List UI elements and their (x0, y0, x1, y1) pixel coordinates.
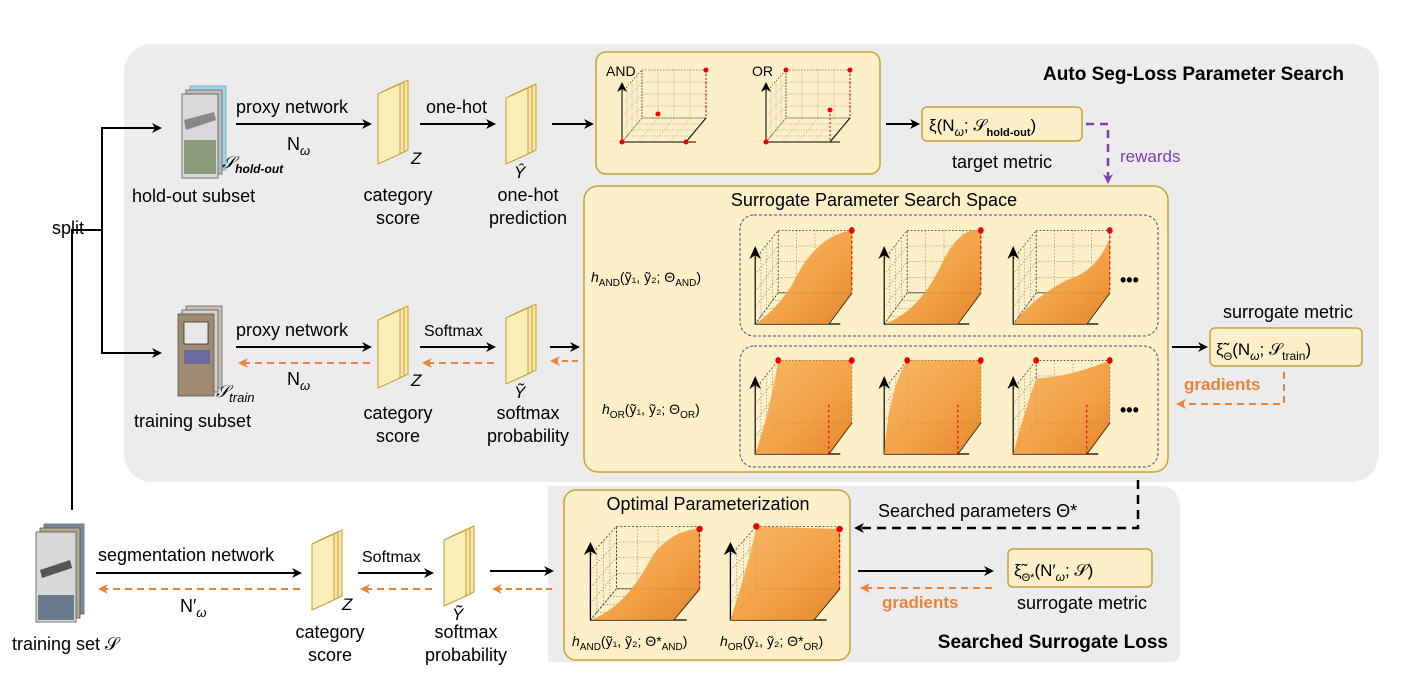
final-surrogate-box (1007, 548, 1153, 588)
final-prob-line2: probability (425, 645, 507, 665)
train-surrogate-caption: surrogate metric (1223, 302, 1353, 322)
target-metric-box (921, 106, 1083, 142)
opt-h-and-formula: hAND(ỹ₁, ỹ₂; Θ*AND) (572, 633, 687, 653)
final-ytilde-symbol: Ỹ (452, 604, 465, 624)
search-space-box (583, 185, 1169, 473)
opt-and-surface (590, 525, 703, 620)
or-surface-1 (755, 357, 855, 454)
searched-params-label: Searched parameters Θ* (878, 501, 1077, 521)
target-metric-caption: target metric (952, 152, 1052, 172)
final-score-stack (311, 529, 343, 611)
opt-h-or-formula: hOR(ỹ₁, ỹ₂; Θ*OR) (720, 633, 823, 653)
and-label: AND (606, 63, 636, 79)
final-gradients-label: gradients (882, 593, 959, 612)
h-and-formula: hAND(ỹ₁, ỹ₂; ΘAND) (591, 269, 701, 289)
train-surrogate-box (1209, 327, 1363, 367)
or-label: OR (752, 63, 773, 79)
final-set-label: training set 𝒮 (12, 634, 121, 654)
opt-title: Optimal Parameterization (606, 494, 809, 514)
final-score-line2: score (308, 645, 352, 665)
and-family-box (739, 214, 1159, 337)
holdout-images (181, 85, 227, 179)
and-surface-1 (755, 227, 855, 324)
holdout-score-stack (377, 79, 409, 165)
rewards-arrow (1086, 122, 1113, 184)
train-gradients-arrow (1176, 372, 1285, 409)
final-images (35, 523, 85, 623)
logic-box (595, 51, 881, 175)
search-panel-title: Auto Seg-Loss Parameter Search (1043, 64, 1344, 85)
split-label: split (52, 218, 84, 238)
or-surface-3 (1013, 357, 1113, 454)
train-prob-line2: probability (487, 426, 569, 446)
searched-params-arrow (854, 480, 1140, 533)
or-family-box (739, 345, 1159, 468)
holdout-score-line1: category (363, 185, 432, 205)
or-family-ellipsis: ••• (1120, 400, 1139, 420)
holdout-pred-line2: prediction (489, 208, 567, 228)
train-prob-line1: softmax (496, 403, 559, 423)
train-score-line1: category (363, 403, 432, 423)
holdout-pred-line1: one-hot (497, 185, 558, 205)
holdout-proxy-label: proxy network (236, 97, 349, 117)
and-grid (619, 67, 709, 145)
train-ytilde-symbol: Ỹ (514, 382, 527, 402)
holdout-z-symbol: Z (410, 149, 422, 168)
rewards-label: rewards (1120, 147, 1180, 166)
final-surrogate-formula: ξ̃Θ*(N′ω; 𝒮) (1014, 561, 1093, 584)
h-or-formula: hOR(ỹ₁, ỹ₂; ΘOR) (602, 401, 700, 421)
train-proxy-label: proxy network (236, 320, 349, 340)
train-score-stack (377, 305, 409, 389)
final-score-line1: category (295, 622, 364, 642)
target-metric-formula: ξ(Nω; 𝒮hold-out) (929, 116, 1036, 139)
or-surface-2 (884, 357, 984, 454)
final-surrogate-caption: surrogate metric (1017, 593, 1147, 613)
split-line-train (101, 230, 162, 358)
and-family-ellipsis: ••• (1120, 270, 1139, 290)
holdout-net-symbol: Nω (287, 134, 310, 158)
holdout-yhat-symbol: Ŷ (514, 163, 527, 182)
train-subset-label: training subset (134, 411, 251, 431)
final-seg-label: segmentation network (98, 545, 275, 565)
final-prob-line1: softmax (434, 622, 497, 642)
searched-panel-title: Searched Surrogate Loss (938, 632, 1168, 653)
and-surface-2 (884, 227, 984, 324)
final-net-symbol: N′ω (180, 596, 207, 620)
train-surrogate-formula: ξ̃Θ(Nω; 𝒮train) (1216, 340, 1311, 363)
train-net-symbol: Nω (287, 369, 310, 393)
final-prob-stack (443, 525, 475, 607)
train-prob-stack (505, 303, 537, 385)
holdout-onehot-label: one-hot (426, 97, 487, 117)
train-images (177, 305, 223, 397)
search-space-title: Surrogate Parameter Search Space (731, 190, 1017, 210)
holdout-subset-label: hold-out subset (132, 186, 255, 206)
train-z-symbol: Z (410, 371, 422, 390)
holdout-score-line2: score (376, 208, 420, 228)
train-gradients-label: gradients (1184, 375, 1261, 394)
final-softmax-label: Softmax (362, 549, 421, 566)
final-z-symbol: Z (341, 595, 353, 614)
or-grid (763, 67, 853, 145)
train-softmax-label: Softmax (424, 323, 483, 340)
train-score-line2: score (376, 426, 420, 446)
opt-or-surface (730, 523, 843, 620)
holdout-pred-stack (505, 83, 537, 165)
